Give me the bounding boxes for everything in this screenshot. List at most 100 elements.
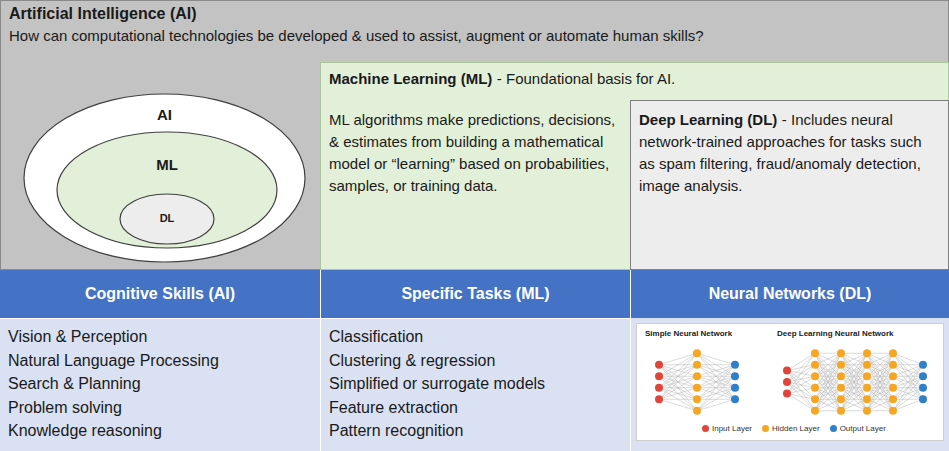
network-connection (787, 365, 815, 394)
text-block: Cognitive Skills (AI) (85, 284, 235, 305)
network-connection (697, 365, 735, 411)
neuron (693, 407, 701, 415)
ellipse-shape (24, 94, 305, 262)
network-connection (867, 353, 893, 411)
network-connection (815, 353, 841, 411)
network-connection (787, 371, 815, 400)
network-connection (815, 353, 841, 365)
neuron (783, 378, 791, 386)
network-connection (659, 388, 697, 400)
network-connection (697, 365, 735, 388)
legend-swatch (830, 425, 837, 432)
label-text: Specific Tasks (ML) (401, 285, 549, 302)
network-connection (893, 388, 923, 411)
neuron (863, 384, 871, 392)
label-text: Deep Learning (DL) (639, 111, 777, 128)
neuron (731, 395, 739, 403)
neuron (919, 361, 927, 369)
legend-swatch (762, 425, 769, 432)
neuron (889, 361, 897, 369)
text-block: ClassificationClustering & regressionSim… (329, 325, 624, 443)
list-item: Simplified or surrogate models (329, 372, 624, 396)
legend-item: Input Layer (702, 424, 752, 433)
neuron (889, 372, 897, 380)
network-connection (787, 382, 815, 411)
network-connection (867, 353, 893, 365)
network-connection (893, 353, 923, 388)
network-connection (697, 365, 735, 400)
neuron (919, 384, 927, 392)
neuron (655, 395, 663, 403)
neuron (693, 384, 701, 392)
network-connection (697, 399, 735, 411)
network-connection (841, 376, 867, 411)
network-connection (697, 376, 735, 411)
neuron (863, 372, 871, 380)
label-text: ML (156, 156, 178, 173)
network-connection (659, 399, 697, 411)
network-connection (815, 399, 841, 411)
network-connection (659, 388, 697, 411)
header-cell: Specific Tasks (ML) (321, 270, 630, 318)
label-text: AI (157, 106, 172, 123)
neuron (783, 390, 791, 398)
network-connection (659, 399, 697, 400)
legend-label: Output Layer (840, 424, 886, 433)
neuron (811, 384, 819, 392)
dl-box: Deep Learning (DL)- Includes neural netw… (630, 100, 949, 270)
neuron (863, 395, 871, 403)
network-connection (867, 353, 893, 411)
neuron (889, 384, 897, 392)
network-connection (659, 388, 697, 400)
list-cell: Vision & PerceptionNatural Language Proc… (0, 319, 320, 451)
network-connection (841, 399, 867, 411)
text-block: ML algorithms make predictions, decision… (329, 109, 625, 197)
neuron (837, 349, 845, 357)
neuron (889, 349, 897, 357)
neuron (889, 395, 897, 403)
text-block: Simple Neural Network (645, 329, 770, 339)
network-connection (815, 353, 841, 411)
network-connection (659, 365, 697, 400)
neuron (693, 361, 701, 369)
text-block: DL (119, 211, 215, 225)
network-connection (787, 353, 815, 393)
network-connection (659, 353, 697, 388)
neuron (655, 361, 663, 369)
label-text: - Foundational basis for AI. (497, 70, 675, 87)
legend-swatch (702, 425, 709, 432)
network-connection (697, 353, 735, 388)
list-item: Feature extraction (329, 396, 624, 420)
neuron (693, 372, 701, 380)
neuron (783, 367, 791, 375)
network-connection (659, 353, 697, 376)
ai-ellipse: AI ML DL (23, 93, 306, 263)
network-connection (659, 376, 697, 399)
header-cell: Cognitive Skills (AI) (0, 270, 320, 318)
neuron (837, 407, 845, 415)
label-text: How can computational technologies be de… (9, 27, 704, 44)
neuron (811, 407, 819, 415)
network-connection (815, 353, 841, 365)
network-connection (841, 399, 867, 411)
ellipse-shape (120, 194, 214, 244)
ml-box: Machine Learning (ML)- Foundational basi… (320, 62, 949, 270)
network-connection (867, 376, 893, 411)
network-connection (787, 353, 815, 382)
dl-ellipse: DL (119, 193, 215, 245)
list-item: Pattern recognition (329, 419, 624, 443)
network-connection (841, 353, 867, 365)
network-connection (787, 376, 815, 393)
network-connection (659, 365, 697, 400)
network-connection (787, 388, 815, 394)
network-connection (893, 353, 923, 399)
list-item: Natural Language Processing (8, 349, 313, 373)
network-connection (815, 399, 841, 411)
text-block: How can computational technologies be de… (9, 26, 939, 46)
text-block: Deep Learning Neural Network (777, 329, 937, 339)
label-text: Neural Networks (DL) (709, 285, 872, 302)
neuron (837, 395, 845, 403)
neuron (837, 361, 845, 369)
network-connection (893, 365, 923, 411)
text-block: Neural Networks (DL) (709, 284, 872, 305)
